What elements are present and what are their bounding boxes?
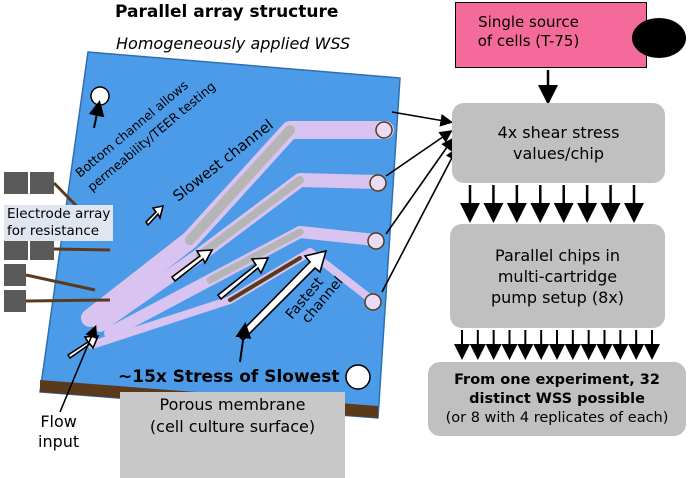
shear-stress-box: 4x shear stress values/chip — [452, 103, 665, 183]
source-line2: of cells (T-75) — [477, 32, 580, 50]
membrane-label: Porous membrane (cell culture surface) — [120, 392, 345, 478]
source-line1: Single source — [478, 13, 579, 31]
stress-label: ~15x Stress of Slowest — [118, 367, 339, 387]
outlet-arrow — [385, 130, 453, 177]
outlet-port — [369, 174, 387, 192]
parallel-chips-box: Parallel chips in multi-cartridge pump s… — [450, 224, 665, 328]
cell-source-box: Single source of cells (T-75) — [455, 2, 647, 68]
bottom-outlet-port — [345, 364, 371, 390]
electrode-pad — [4, 290, 26, 312]
membrane-label-line1: Porous membrane — [159, 395, 306, 414]
homogeneous-wss-label: Homogeneously applied WSS — [116, 34, 351, 53]
result-box: From one experiment, 32 distinct WSS pos… — [428, 362, 686, 436]
electrode-pad — [4, 264, 26, 286]
arrows-box1-box2 — [460, 185, 644, 223]
flow-input-line1: Flow — [40, 412, 77, 431]
box2-line1: Parallel chips in — [495, 245, 620, 265]
diagram-title: Parallel array structure — [115, 2, 339, 22]
electrode-pad — [4, 172, 28, 194]
electrode-pad — [4, 238, 28, 260]
flow-input-label: Flow input — [38, 412, 79, 452]
box2-line3: pump setup (8x) — [490, 287, 625, 307]
outlet-arrow — [385, 137, 454, 235]
outlet-port — [364, 293, 382, 311]
box3-bold-line2: distinct WSS possible — [469, 390, 645, 407]
outlet-arrow — [381, 147, 458, 293]
outlet-port — [367, 232, 385, 250]
electrode-label: Electrode array for resistance — [4, 205, 114, 241]
flask-cap-icon — [632, 18, 686, 58]
electrode-pad — [30, 238, 54, 260]
electrode-pad — [30, 172, 54, 194]
flow-arrows — [66, 204, 328, 360]
box3-note: (or 8 with 4 replicates of each) — [445, 409, 669, 426]
electrode-label-line1: Electrode array — [7, 206, 111, 222]
membrane-label-line2: (cell culture surface) — [149, 417, 316, 436]
box3-bold-line1: From one experiment, 32 — [454, 371, 660, 388]
box2-line2: multi-cartridge — [497, 266, 618, 286]
outlet-port — [375, 121, 393, 139]
flow-input-line2: input — [38, 432, 80, 451]
electrode-pads — [4, 172, 54, 312]
box1-line1: 4x shear stress — [497, 123, 620, 142]
electrode-label-line2: for resistance — [7, 223, 100, 239]
channels — [81, 121, 394, 349]
box1-line2: values/chip — [513, 144, 604, 163]
arrows-box2-box3 — [454, 330, 660, 360]
outlet-arrow — [391, 111, 454, 127]
chip-illustration: Bottom channel allows permeability/TEER … — [4, 51, 401, 419]
